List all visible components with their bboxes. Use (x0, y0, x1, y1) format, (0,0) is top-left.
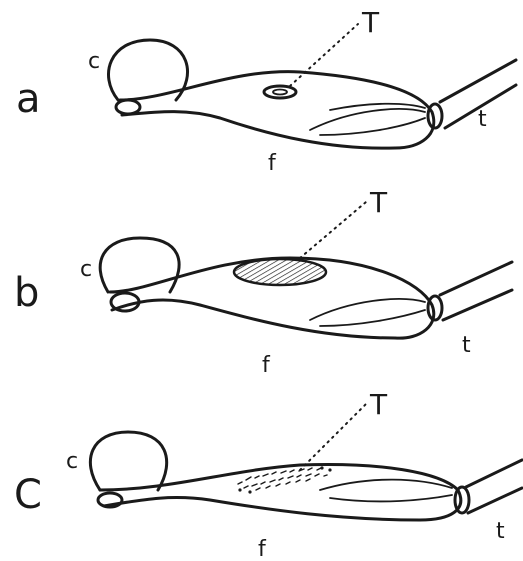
lesion-a (264, 86, 296, 98)
f-label-b: f (262, 353, 271, 378)
row-label-c: C (14, 472, 42, 518)
tube-c (466, 460, 522, 513)
row-label-a: a (16, 76, 41, 122)
ridge-b (310, 299, 425, 320)
panel-b: b c t f T (14, 186, 512, 378)
lesion-b (234, 259, 326, 285)
cyst-loop-b (100, 238, 179, 292)
f-label-a: f (268, 151, 277, 176)
c-label-b: c (80, 257, 92, 282)
row-label-b: b (14, 270, 39, 316)
cyst-loop-c (90, 432, 166, 490)
c-label-c: c (66, 449, 78, 474)
panel-c: C c t f T (14, 388, 522, 561)
ridge-a (310, 109, 425, 130)
t-label-b: t (462, 333, 471, 358)
c-label-a: c (88, 49, 100, 74)
tumor-label-b: T (369, 186, 388, 219)
tumor-label-c: T (369, 388, 388, 421)
tumor-label-a: T (361, 6, 380, 39)
leader-c (300, 404, 366, 470)
ridge-c (320, 480, 452, 490)
t-label-c: t (496, 519, 505, 544)
tube-b (440, 262, 512, 320)
f-label-c: f (258, 537, 267, 561)
cut-end-a (116, 100, 140, 114)
t-label-a: t (478, 107, 487, 132)
leader-b (300, 202, 366, 258)
panel-a: a c t f T (16, 6, 516, 176)
